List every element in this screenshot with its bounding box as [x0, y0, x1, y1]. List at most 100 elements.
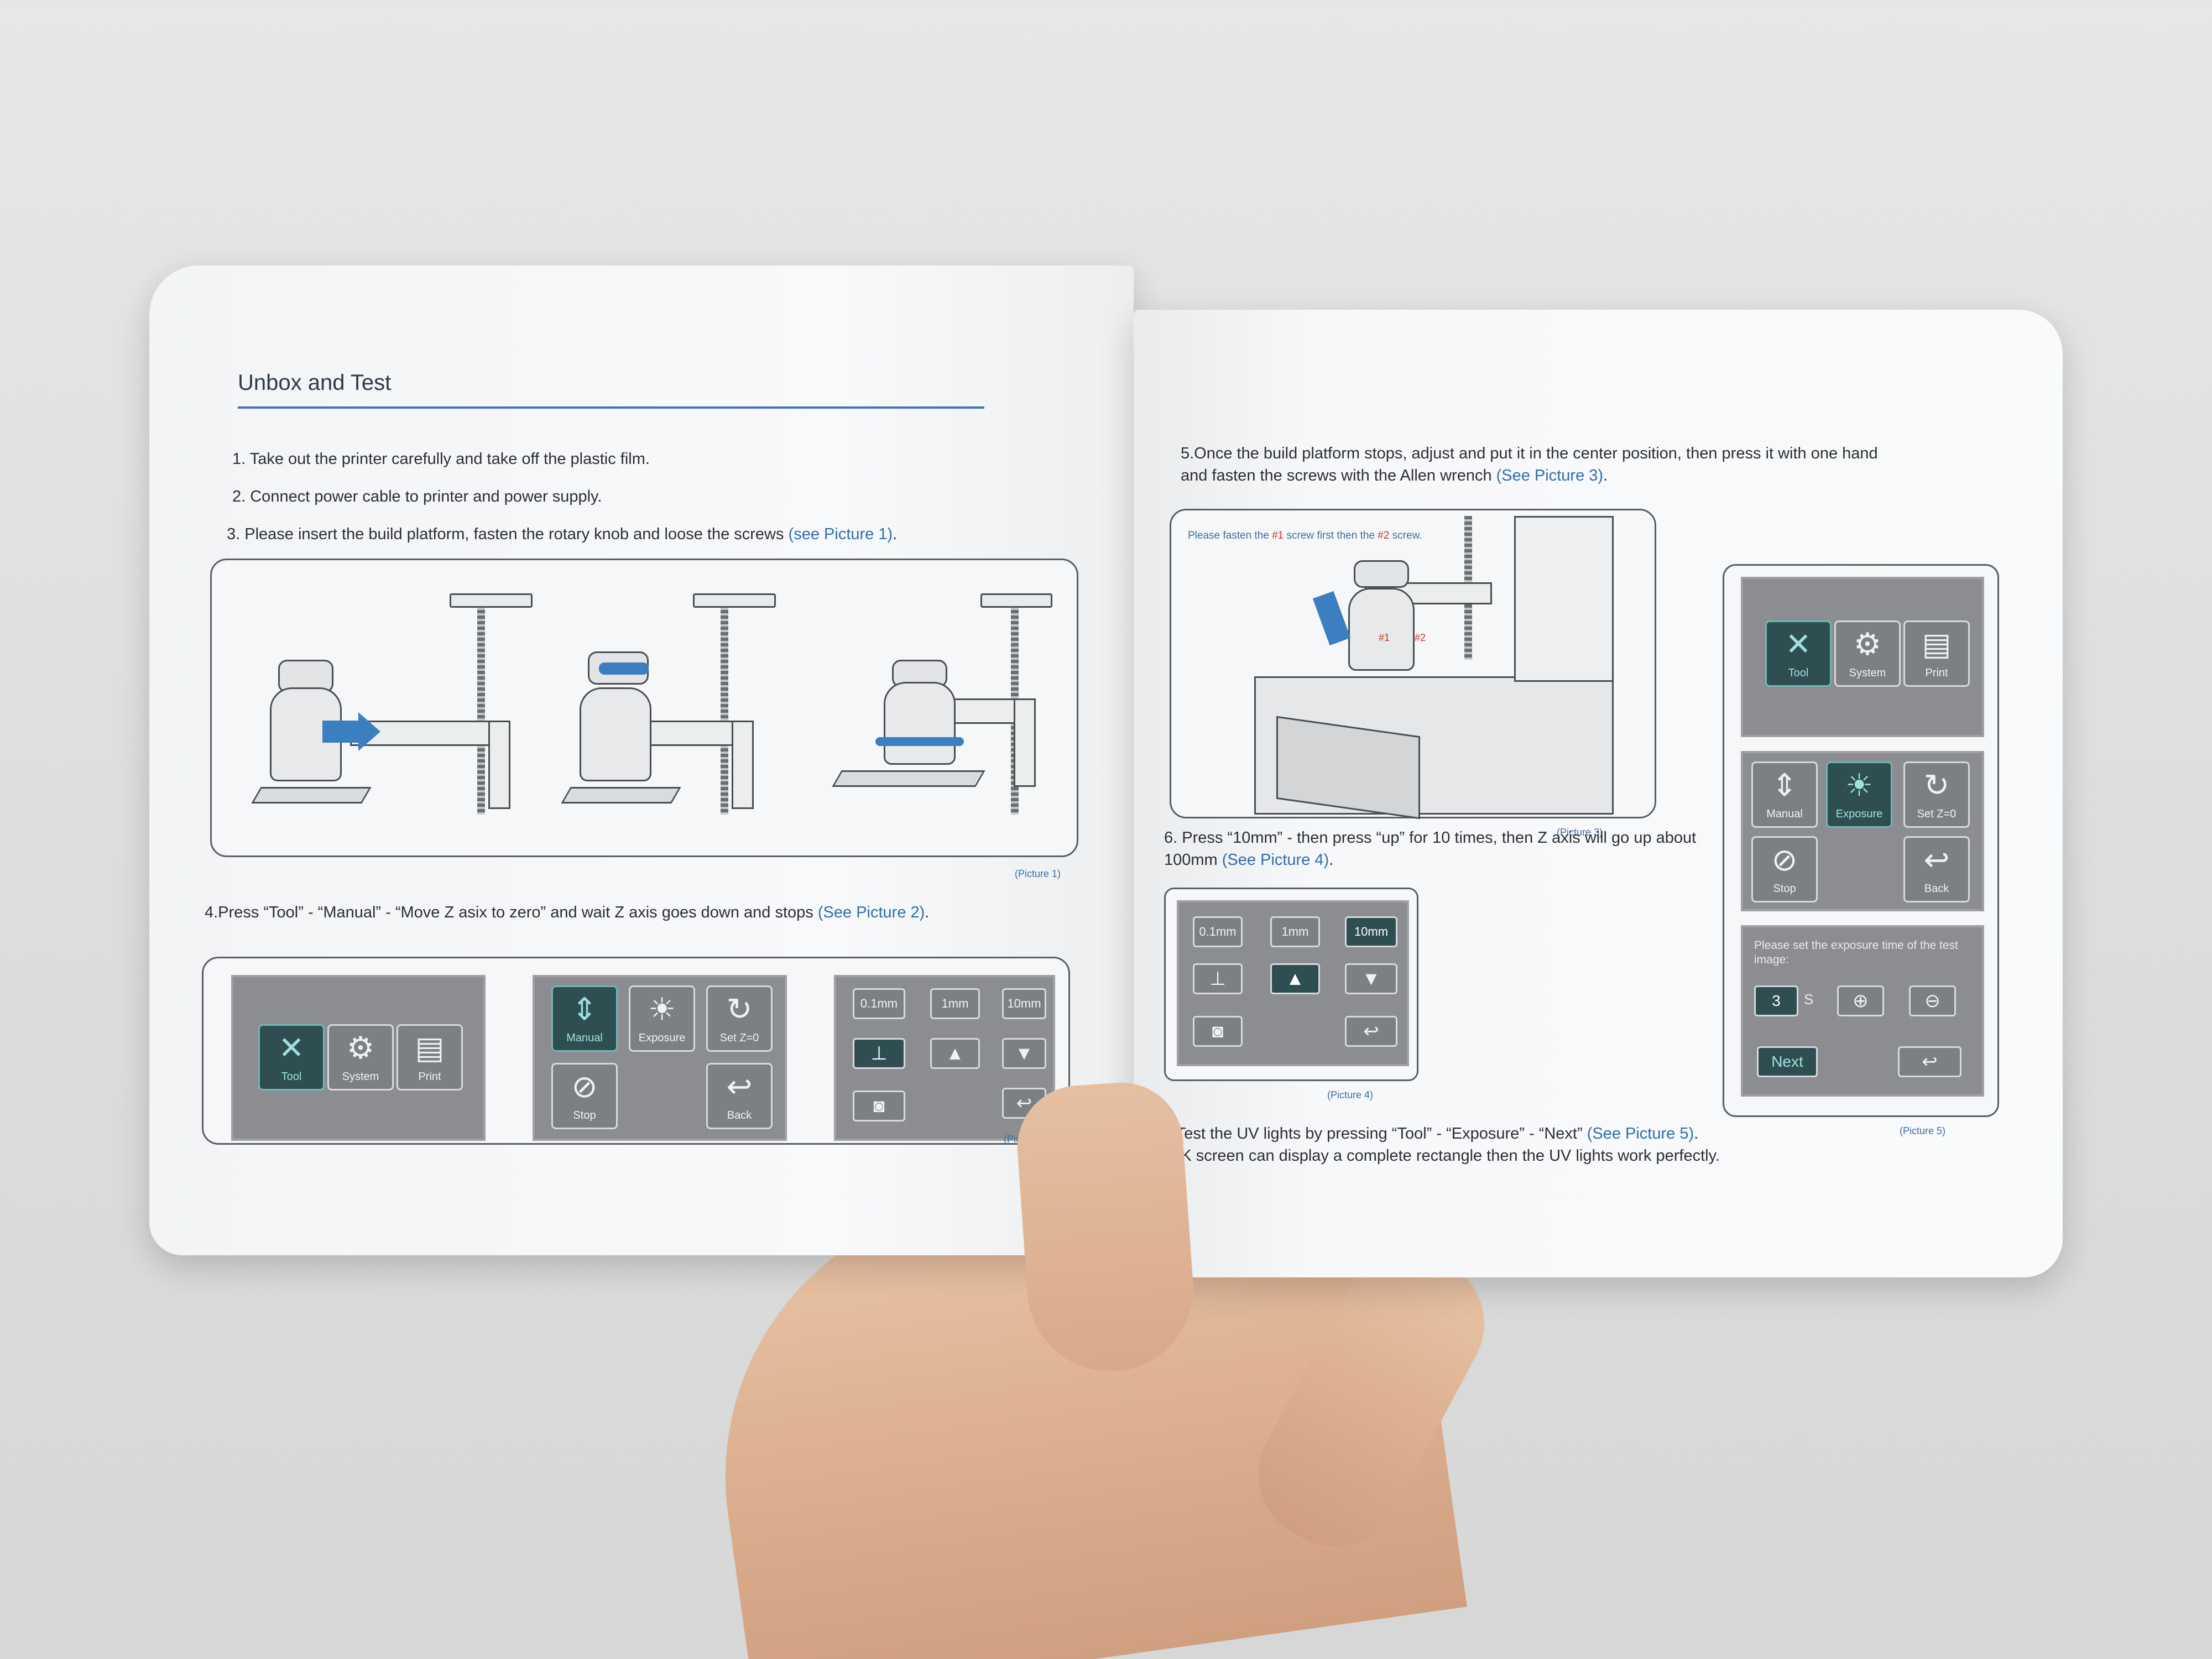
step-3-end: . [893, 525, 898, 543]
step-0-1mm-button[interactable]: 0.1mm [1193, 916, 1243, 947]
minus-icon: ⊖ [1924, 990, 1940, 1011]
system-label: System [342, 1071, 379, 1083]
picture-3-link[interactable]: (See Picture 3) [1496, 467, 1604, 484]
exposure-button[interactable]: ☀ Exposure [1826, 761, 1892, 828]
step-3-text: 3. Please insert the build platform, fas… [227, 525, 789, 543]
system-label: System [1849, 667, 1886, 679]
step-7-line2: e 2K screen can display a complete recta… [1159, 1147, 1720, 1165]
next-button[interactable]: Next [1757, 1046, 1818, 1077]
note-pre: Please fasten the [1188, 530, 1272, 541]
step-10mm-button[interactable]: 10mm [1345, 916, 1397, 947]
down-triangle-icon: ▼ [1361, 968, 1381, 989]
manual-label: Manual [1766, 808, 1803, 820]
print-button[interactable]: ▤ Print [1903, 620, 1970, 687]
exposure-label: Exposure [1835, 808, 1883, 820]
stop-icon: ⊘ [1771, 842, 1798, 877]
down-triangle-icon: ▼ [1015, 1043, 1034, 1064]
decrease-button[interactable]: ⊖ [1909, 985, 1956, 1016]
arm-bracket [488, 721, 510, 809]
picture-1-link[interactable]: (see Picture 1) [788, 525, 893, 543]
picture-5-frame: ✕ Tool ⚙ System ▤ Print ⇕ Manual ☀ Expos… [1723, 564, 1999, 1117]
step-6-text: 6. Press “10mm” - then press “up” for 10… [1164, 829, 1697, 869]
back-button[interactable]: ↩ Back [706, 1063, 773, 1129]
increase-button[interactable]: ⊕ [1837, 985, 1884, 1016]
step-1-text: 1. Take out the printer carefully and ta… [232, 450, 650, 468]
light-bulb-icon: ☀ [1845, 768, 1874, 802]
step-7-line1: 7. Test the UV lights by pressing “Tool”… [1159, 1125, 1587, 1142]
section-title: Unbox and Test [238, 371, 392, 395]
home-z-icon: ⊥ [1209, 968, 1226, 989]
square-stop-icon: ◙ [1212, 1021, 1224, 1042]
picture-2-frame: ✕ Tool ⚙ System ▤ Print ⇕ Manual ☀ Expos… [202, 957, 1070, 1145]
system-button[interactable]: ⚙ System [1834, 620, 1901, 687]
set-z-label: Set Z=0 [1917, 808, 1957, 820]
back-exposure-button[interactable]: ↩ [1898, 1046, 1961, 1077]
manual-button[interactable]: ⇕ Manual [551, 985, 618, 1052]
print-button[interactable]: ▤ Print [397, 1024, 463, 1091]
manual-button[interactable]: ⇕ Manual [1751, 761, 1818, 828]
title-rule [238, 406, 984, 409]
step-2: 2. Connect power cable to printer and po… [232, 486, 1062, 508]
picture-4-link[interactable]: (See Picture 4) [1222, 851, 1329, 869]
down-button[interactable]: ▼ [1345, 963, 1397, 994]
stop-button[interactable]: ⊘ Stop [551, 1063, 618, 1129]
screen-tool-menu: ⇕ Manual ☀ Exposure ↻ Set Z=0 ⊘ Stop ↩ B… [533, 975, 787, 1141]
set-z-button[interactable]: ↻ Set Z=0 [1903, 761, 1970, 828]
rotary-knob [1354, 560, 1409, 588]
picture-5-caption: (Picture 5) [1900, 1125, 1946, 1136]
step-7: 7. Test the UV lights by pressing “Tool”… [1159, 1123, 1877, 1167]
tool-button[interactable]: ✕ Tool [1765, 620, 1832, 687]
back-button[interactable]: ↩ Back [1903, 836, 1970, 902]
home-z-button[interactable]: ⊥ [1193, 963, 1243, 994]
picture-4-caption: (Picture 4) [1327, 1089, 1374, 1100]
left-page: Unbox and Test 1. Take out the printer c… [149, 265, 1134, 1255]
step-4-end: . [925, 904, 930, 921]
printer-icon: ▤ [415, 1030, 445, 1065]
step-1mm-button[interactable]: 1mm [930, 988, 980, 1019]
stop-move-button[interactable]: ◙ [853, 1091, 905, 1121]
up-button[interactable]: ▲ [1270, 963, 1320, 994]
picture-2-link[interactable]: (See Picture 2) [817, 904, 925, 921]
print-label: Print [418, 1071, 441, 1083]
screen-tool-menu: ⇕ Manual ☀ Exposure ↻ Set Z=0 ⊘ Stop ↩ B… [1741, 751, 1984, 911]
down-button[interactable]: ▼ [1002, 1038, 1046, 1069]
step-6-end: . [1329, 851, 1334, 869]
screen-move-menu: 0.1mm 1mm 10mm ⊥ ▲ ▼ ◙ ↩ [1177, 900, 1409, 1066]
stop-button[interactable]: ⊘ Stop [1751, 836, 1818, 902]
picture-5-link[interactable]: (See Picture 5) [1587, 1125, 1694, 1142]
back-arrow-icon: ↩ [726, 1069, 753, 1104]
stop-move-button[interactable]: ◙ [1193, 1016, 1243, 1047]
back-label: Back [1924, 883, 1949, 895]
printer-lid [1514, 516, 1614, 682]
build-plate [251, 787, 372, 804]
home-z-button[interactable]: ⊥ [853, 1038, 905, 1069]
picture-1-caption: (Picture 1) [1015, 868, 1061, 879]
stop-label: Stop [573, 1109, 596, 1121]
tool-label: Tool [281, 1071, 302, 1083]
tool-button[interactable]: ✕ Tool [258, 1024, 325, 1091]
system-button[interactable]: ⚙ System [327, 1024, 394, 1091]
set-z-button[interactable]: ↻ Set Z=0 [706, 985, 773, 1052]
back-label: Back [727, 1109, 752, 1121]
exposure-value-field[interactable]: 3 [1754, 985, 1798, 1016]
up-triangle-icon: ▲ [1286, 968, 1305, 989]
up-down-arrows-icon: ⇕ [571, 992, 598, 1026]
step-0-1mm-button[interactable]: 0.1mm [853, 988, 905, 1019]
rotate-arrow [599, 662, 649, 675]
plus-icon: ⊕ [1853, 990, 1869, 1011]
reset-zero-icon: ↻ [1923, 768, 1950, 802]
step-10mm-button[interactable]: 10mm [1002, 988, 1046, 1019]
back-move-button[interactable]: ↩ [1345, 1016, 1397, 1047]
printer-icon: ▤ [1922, 627, 1952, 661]
exposure-label: Exposure [638, 1032, 686, 1044]
step-1: 1. Take out the printer carefully and ta… [232, 448, 1062, 470]
screw-2-label: #2 [1415, 632, 1426, 643]
screen-exposure: Please set the exposure time of the test… [1741, 925, 1984, 1097]
wrench-icon: ✕ [278, 1030, 305, 1065]
light-bulb-icon: ☀ [648, 992, 676, 1026]
set-z-label: Set Z=0 [719, 1032, 759, 1044]
exposure-button[interactable]: ☀ Exposure [629, 985, 695, 1052]
arm-bracket [1014, 698, 1036, 787]
up-button[interactable]: ▲ [930, 1038, 980, 1069]
step-1mm-button[interactable]: 1mm [1270, 916, 1320, 947]
